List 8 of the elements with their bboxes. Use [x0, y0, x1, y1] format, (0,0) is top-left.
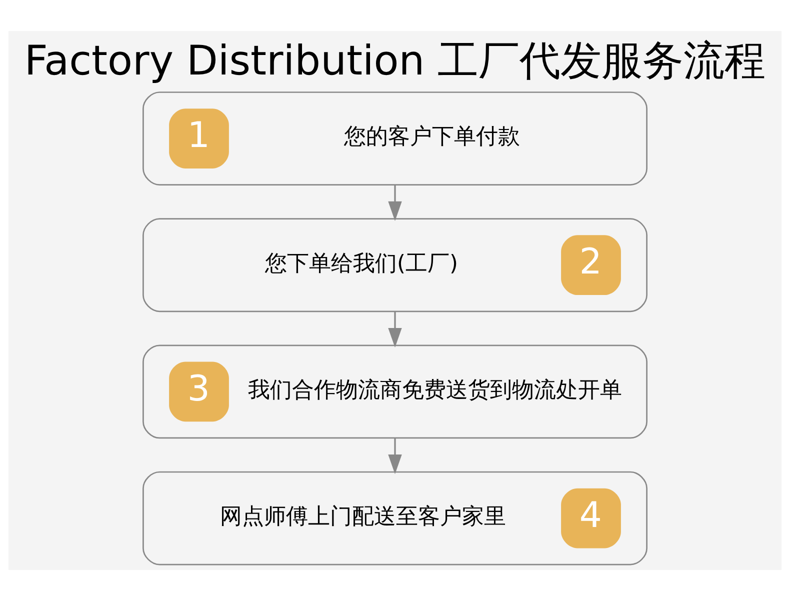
diagram-title: Factory Distribution 工厂代发服务流程: [24, 36, 766, 84]
arrow: [388, 438, 402, 474]
node-box: 1 您的客户下单付款: [142, 91, 648, 185]
arrow: [388, 311, 402, 348]
node-box: 您下单给我们(工厂) 2: [142, 218, 648, 312]
arrow: [388, 184, 402, 220]
node-box: 3 我们合作物流商免费送货到物流处开单: [142, 344, 648, 438]
node-box: 网点师傅上门配送至客户家里 4: [142, 470, 648, 565]
